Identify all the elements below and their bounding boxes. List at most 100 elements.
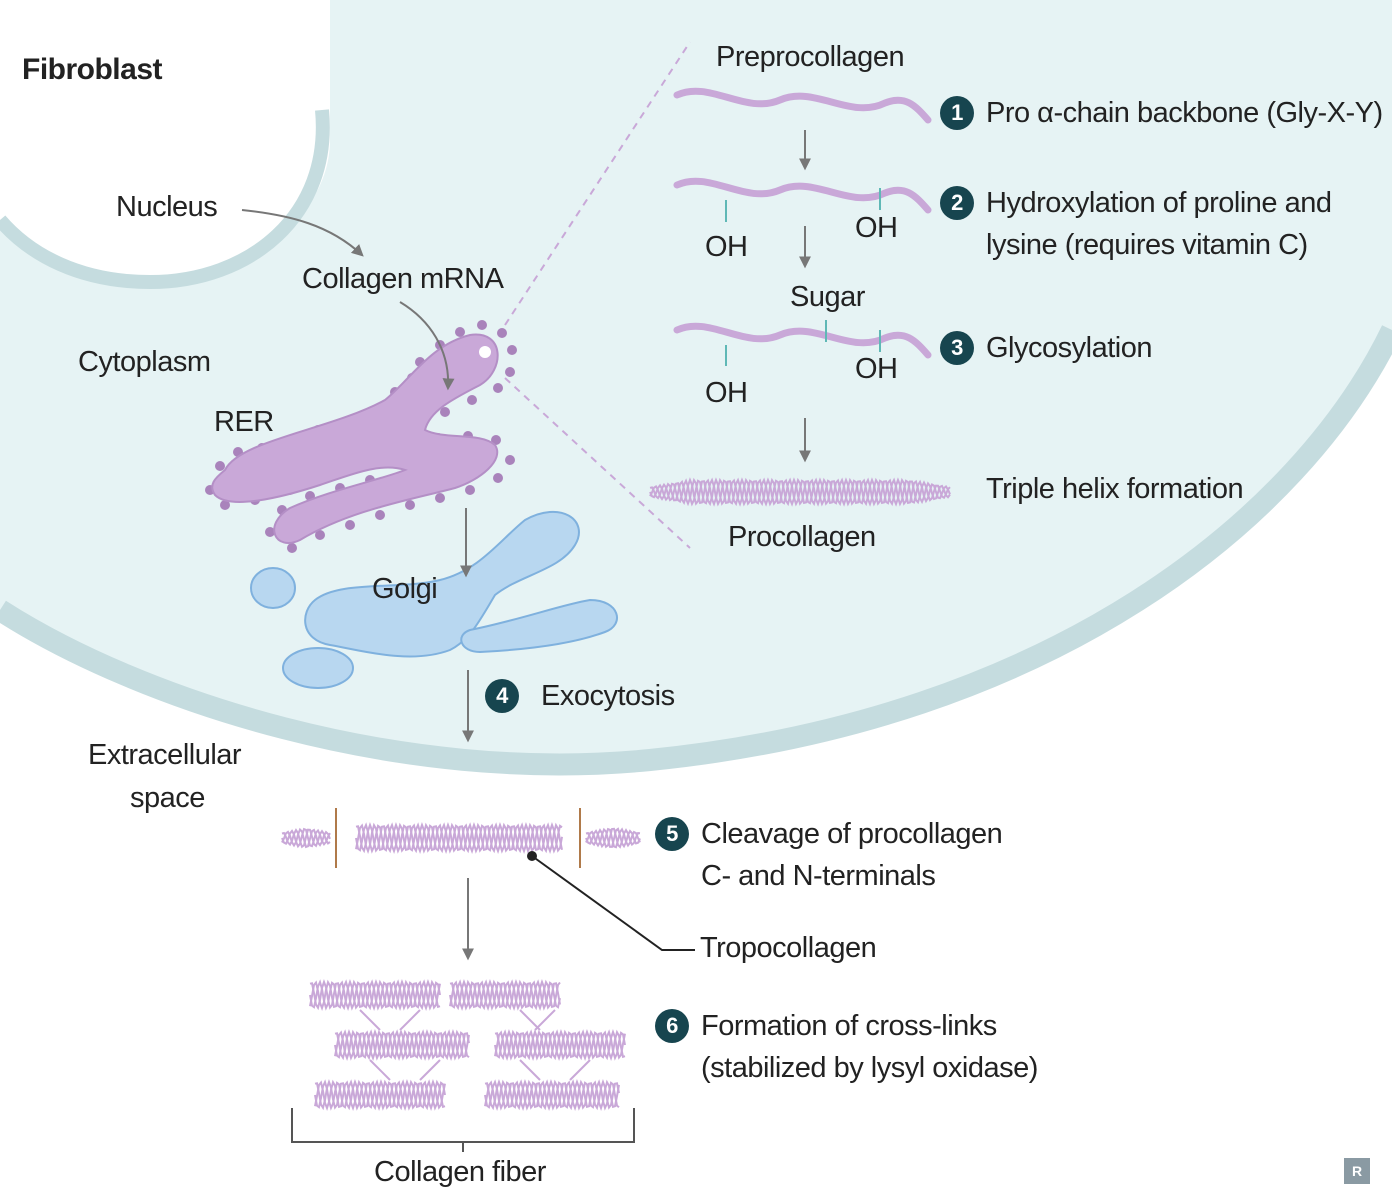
rer-lumen-dot [479, 346, 491, 358]
hydroxylated-chain [673, 177, 932, 214]
ribosome-22 [491, 435, 501, 445]
n-terminal-fragment-strand-2 [281, 827, 331, 849]
procollagen-helix-strand-3 [649, 477, 951, 507]
nucleus-label: Nucleus [116, 191, 218, 223]
rer-label: RER [214, 406, 274, 438]
collagen-fiber-label: Collagen fiber [374, 1156, 546, 1188]
cross-link-2 [399, 1009, 421, 1031]
oh-label-left: OH [705, 231, 748, 263]
arrow-nucleus-to-mrna [241, 209, 364, 257]
cross-link-7 [519, 1059, 541, 1081]
tropocollagen-helix-strand-3 [355, 822, 563, 854]
procollagen-helix-strand-1 [649, 477, 951, 507]
ribosome-26 [435, 493, 445, 503]
step-2-text: Hydroxylation of proline and lysine (req… [986, 182, 1332, 266]
fiber-molecule-1-strand-3 [309, 979, 441, 1011]
glycosylated-chain [673, 322, 932, 359]
golgi-label: Golgi [372, 573, 438, 605]
tropocollagen-pointer-dot [527, 851, 537, 861]
golgi-vesicle-bottom [282, 647, 354, 689]
step-4-line-1: Exocytosis [541, 680, 675, 712]
cytoplasm-label: Cytoplasm [78, 346, 211, 378]
ribosome-19 [440, 407, 450, 417]
fiber-molecule-5-strand-1 [314, 1079, 446, 1111]
step-3: 3 Glycosylation [940, 327, 1152, 369]
golgi-vesicle-left [250, 567, 296, 609]
c-terminal-fragment-strand-2 [585, 827, 641, 849]
step-6: 6 Formation of cross-links (stabilized b… [655, 1005, 1038, 1089]
step-4-badge: 4 [485, 679, 519, 713]
fiber-molecule-5-strand-2 [314, 1079, 446, 1111]
step-3-text: Glycosylation [986, 327, 1152, 369]
ribosome-12 [455, 327, 465, 337]
fiber-molecule-4-strand-2 [494, 1029, 626, 1061]
step-4: 4 Exocytosis [485, 675, 675, 717]
ribosome-13 [477, 320, 487, 330]
cross-link-4 [534, 1009, 556, 1031]
fiber-molecule-1-strand-1 [309, 979, 441, 1011]
diagram-title: Fibroblast [22, 53, 163, 86]
step-1-badge: 1 [940, 96, 974, 130]
ribosome-14 [497, 328, 507, 338]
cross-link-3 [519, 1009, 541, 1031]
cross-link-1 [359, 1009, 381, 1031]
oh-label-left-2: OH [705, 377, 748, 409]
step-1-text: Pro α-chain backbone (Gly-X-Y) [986, 92, 1383, 134]
ribosome-15 [507, 345, 517, 355]
collagen-fiber-helices [309, 979, 626, 1111]
ribosome-31 [287, 543, 297, 553]
triple-helix-label: Triple helix formation [986, 473, 1244, 505]
c-terminal-fragment-strand-3 [585, 827, 641, 849]
step-4-text: Exocytosis [541, 675, 675, 717]
step-6-line-2: (stabilized by lysyl oxidase) [701, 1052, 1038, 1084]
ribosome-32 [265, 527, 275, 537]
step-2-line-2: lysine (requires vitamin C) [986, 229, 1308, 261]
ribosome-42 [220, 500, 230, 510]
step-2: 2 Hydroxylation of proline and lysine (r… [940, 182, 1332, 266]
ribosome-23 [505, 455, 515, 465]
fiber-molecule-3-strand-3 [334, 1029, 470, 1061]
oh-label-right: OH [855, 212, 898, 244]
cleavage-helices [281, 822, 641, 854]
rer [211, 333, 499, 544]
golgi-cisterna-right [460, 598, 618, 654]
n-terminal-fragment-strand-3 [281, 828, 331, 849]
cross-link-5 [369, 1059, 391, 1081]
step-5-badge: 5 [655, 817, 689, 851]
oh-label-right-2: OH [855, 353, 898, 385]
collagen-fiber-bracket [291, 1108, 635, 1152]
step-5-text: Cleavage of procollagen C- and N-termina… [701, 813, 1003, 897]
ribosome-16 [505, 367, 515, 377]
step-2-line-1: Hydroxylation of proline and [986, 187, 1332, 219]
nuclear-envelope [0, 109, 330, 290]
cross-link-8 [569, 1059, 591, 1081]
step-5-line-1: Cleavage of procollagen [701, 818, 1003, 850]
step-1: 1 Pro α-chain backbone (Gly-X-Y) [940, 92, 1383, 134]
ribosome-24 [493, 473, 503, 483]
ribosome-18 [467, 395, 477, 405]
extracellular-label-line2: space [130, 782, 205, 814]
preprocollagen-label: Preprocollagen [716, 41, 905, 73]
step-3-line-1: Glycosylation [986, 332, 1152, 364]
step-6-line-1: Formation of cross-links [701, 1010, 997, 1042]
step-5: 5 Cleavage of procollagen C- and N-termi… [655, 813, 1003, 897]
ribosome-17 [493, 383, 503, 393]
collagen-mrna-label: Collagen mRNA [302, 263, 504, 295]
arrow-mrna-to-rer [399, 301, 455, 391]
extracellular-label-line1: Extracellular [88, 739, 242, 771]
preprocollagen-chain [673, 87, 932, 124]
fiber-molecule-4-strand-1 [494, 1029, 626, 1061]
tropocollagen-helix-strand-2 [355, 822, 563, 854]
ribosome-28 [375, 510, 385, 520]
step-1-line-1: Pro α-chain backbone (Gly-X-Y) [986, 97, 1383, 129]
sugar-label: Sugar [790, 281, 865, 313]
ribosome-29 [345, 520, 355, 530]
cell-membrane [0, 325, 1392, 776]
procollagen-label: Procollagen [728, 521, 876, 553]
fiber-molecule-1-strand-2 [309, 979, 441, 1011]
zoom-line-top [504, 41, 691, 326]
step-2-badge: 2 [940, 186, 974, 220]
ribosome-1 [215, 461, 225, 471]
